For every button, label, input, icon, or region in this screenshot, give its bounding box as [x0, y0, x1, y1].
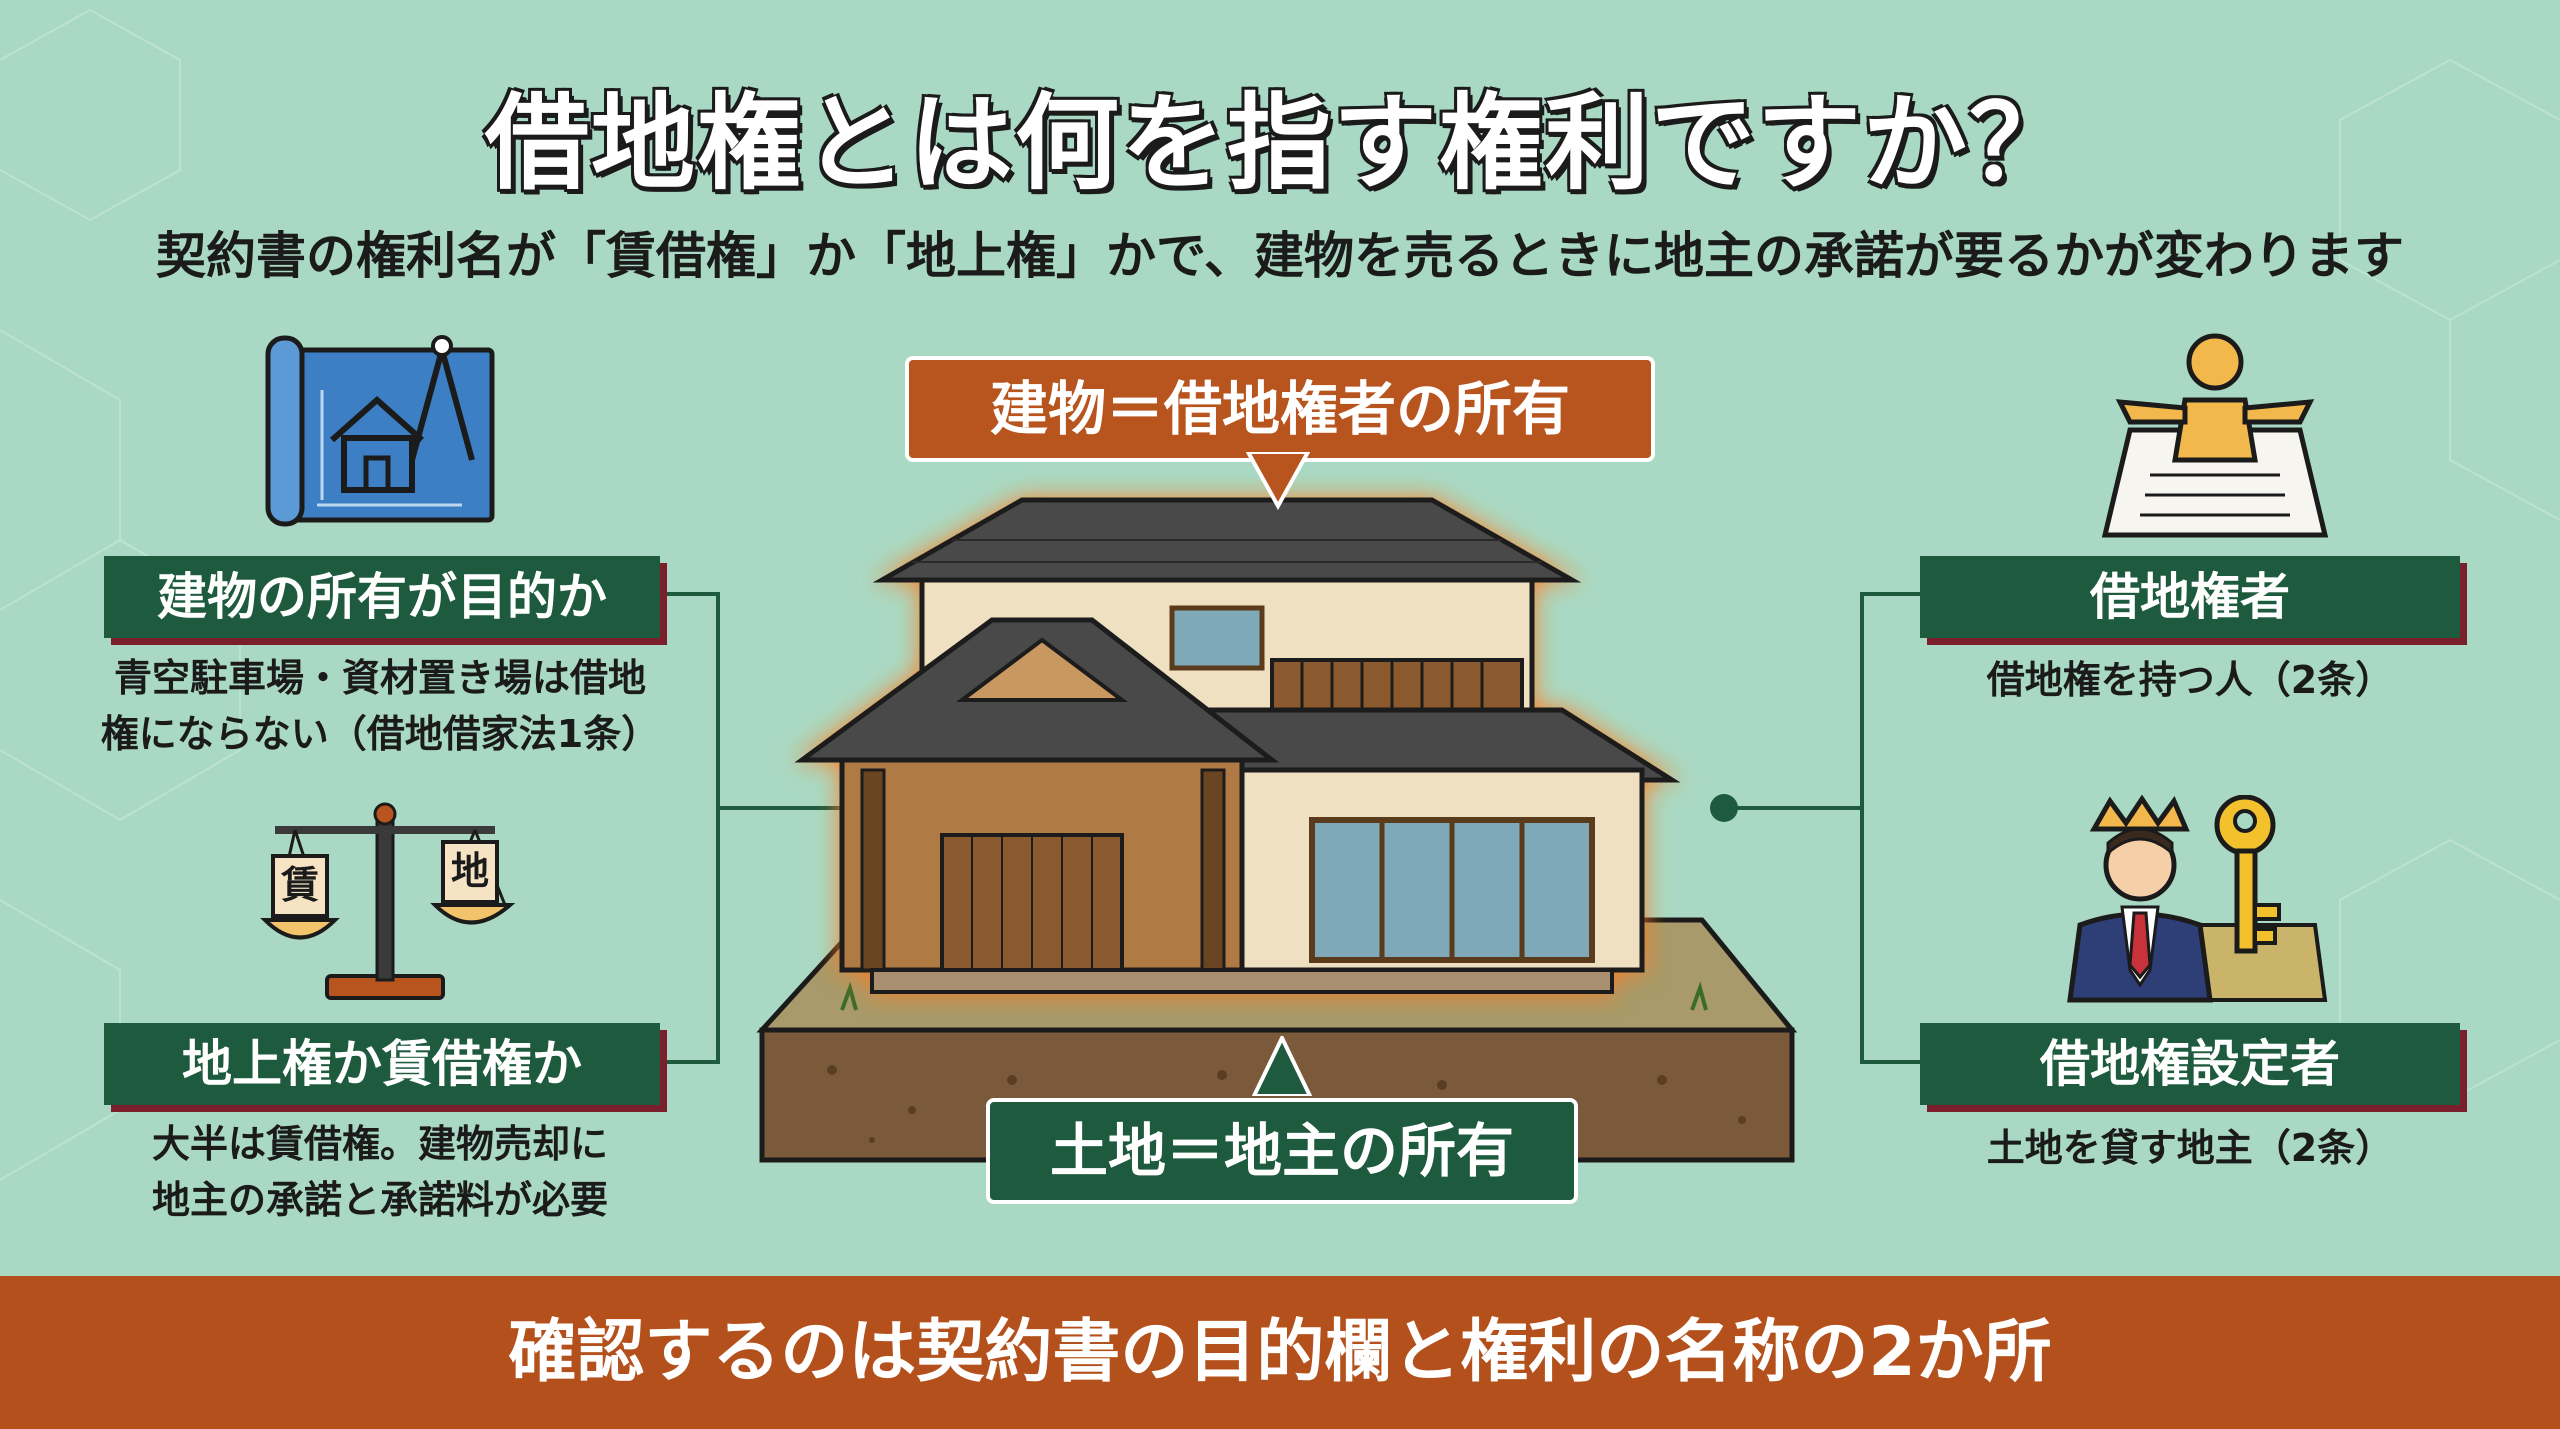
right-bottom-desc: 土地を貸す地主（2条） [1986, 1126, 2394, 1170]
landlord-crown-key-icon [2067, 795, 2328, 1003]
land-callout-pointer [1252, 1036, 1312, 1096]
left-top-desc: 青空駐車場・資材置き場は借地 権にならない（借地借家法1条） [80, 650, 680, 762]
right-bottom-label: 借地権設定者 [1920, 1023, 2460, 1105]
footer-banner: 確認するのは契約書の目的欄と権利の名称の2か所 [0, 1276, 2560, 1429]
left-bottom-desc-line1: 大半は賃借権。建物売却に [151, 1122, 608, 1166]
scale-right-label: 地 [451, 849, 489, 893]
left-top-desc-line1: 青空駐車場・資材置き場は借地 [113, 656, 646, 700]
left-bottom-desc: 大半は賃借権。建物売却に 地主の承諾と承諾料が必要 [80, 1116, 680, 1228]
house [794, 497, 1681, 994]
person-document-icon [2101, 333, 2329, 538]
building-callout-pointer [1246, 452, 1310, 510]
scale-left-label: 賃 [280, 863, 319, 907]
blueprint-house-icon [265, 335, 495, 527]
building-owner-callout: 建物＝借地権者の所有 [905, 356, 1655, 462]
left-bottom-desc-line2: 地主の承諾と承諾料が必要 [151, 1178, 608, 1222]
left-top-desc-line2: 権にならない（借地借家法1条） [100, 712, 660, 756]
right-top-label: 借地権者 [1920, 556, 2460, 638]
right-top-desc: 借地権を持つ人（2条） [1986, 658, 2394, 702]
page-title: 借地権とは何を指す権利ですか？ [484, 82, 2075, 204]
left-top-label: 建物の所有が目的か [104, 556, 660, 638]
left-bottom-label: 地上権か賃借権か [104, 1023, 660, 1105]
land-owner-callout: 土地＝地主の所有 [986, 1098, 1578, 1204]
balance-scale-icon: 賃 地 [260, 802, 515, 1000]
page-subtitle: 契約書の権利名が「賃借権」か「地上権」かで、建物を売るときに地主の承諾が要るかが… [156, 227, 2404, 285]
right-connector-dot [1710, 794, 1738, 822]
